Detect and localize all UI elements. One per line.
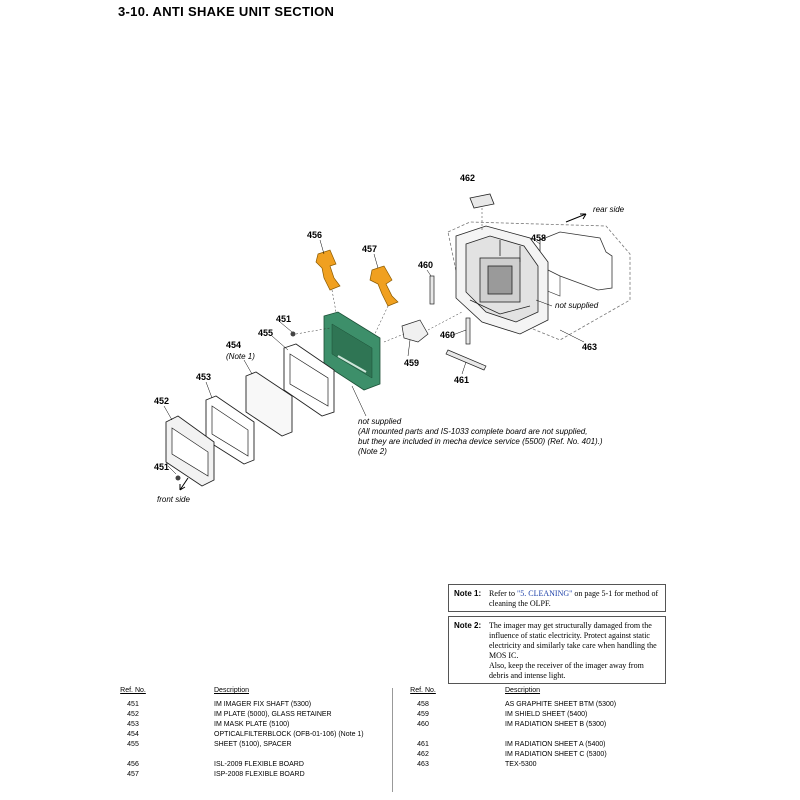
radiation-sheet-460-top — [429, 275, 435, 305]
callout-459: 459 — [404, 358, 419, 368]
table-row-spacer — [118, 750, 388, 760]
parts-header-row: Ref. No. Description — [408, 686, 708, 696]
callout-453: 453 — [196, 372, 211, 382]
radiation-sheet-462 — [469, 193, 495, 209]
note2-text2: Also, keep the receiver of the imager aw… — [489, 661, 644, 680]
note2-label: Note 2: — [454, 621, 482, 630]
column-divider — [392, 688, 393, 792]
shield-sheet-459 — [401, 319, 429, 343]
exploded-view-diagram: 462 458 456 457 460 451 455 454 460 459 … — [154, 173, 631, 504]
callout-462: 462 — [460, 173, 475, 183]
screw-451-top — [290, 331, 296, 337]
callout-456: 456 — [307, 230, 322, 240]
note2-text: The imager may get structurally damaged … — [489, 621, 657, 660]
callout-458: 458 — [531, 233, 546, 243]
front-side-arrow-icon — [179, 477, 189, 491]
callout-463: 463 — [582, 342, 597, 352]
table-row-spacer — [408, 730, 708, 740]
graphite-sheet-458 — [539, 231, 613, 291]
not-supplied-right: not supplied — [555, 301, 599, 310]
spacer-sheet-455 — [283, 343, 335, 417]
note1-label: Note 1: — [454, 589, 482, 598]
cleaning-link[interactable]: "5. CLEANING" — [517, 589, 573, 598]
callout-460-bottom: 460 — [440, 330, 455, 340]
note1-body: Refer to "5. CLEANING" on page 5-1 for m… — [489, 589, 659, 608]
radiation-sheet-461 — [445, 349, 487, 371]
rear-side-arrow-icon — [565, 213, 587, 223]
note1-ref-label: (Note 1) — [226, 352, 255, 361]
center-note-line-1: (All mounted parts and IS-1033 complete … — [358, 427, 587, 436]
callout-455: 455 — [258, 328, 273, 338]
flexible-board-457 — [369, 265, 399, 307]
parts-header-row: Ref. No. Description — [118, 686, 388, 696]
anti-shake-unit-body — [455, 225, 549, 335]
note2-body: The imager may get structurally damaged … — [489, 621, 661, 681]
rear-side-label: rear side — [593, 205, 625, 214]
ref-no-header: Ref. No. — [410, 687, 436, 694]
callout-452: 452 — [154, 396, 169, 406]
not-supplied-center: not supplied — [358, 417, 402, 426]
callout-451-bottom: 451 — [154, 462, 169, 472]
screw-451-bottom — [175, 475, 181, 481]
callout-451-top: 451 — [276, 314, 291, 324]
callout-461: 461 — [454, 375, 469, 385]
note2-box: Note 2: The imager may get structurally … — [448, 616, 666, 684]
description-header: Description — [214, 687, 250, 694]
callout-460-top: 460 — [418, 260, 433, 270]
center-note-line-2: but they are included in mecha device se… — [358, 437, 603, 446]
callout-454: 454 — [226, 340, 241, 350]
radiation-sheet-460-bottom — [465, 317, 471, 345]
note1-box: Note 1: Refer to "5. CLEANING" on page 5… — [448, 584, 666, 612]
optical-filter-454 — [245, 371, 293, 437]
center-note-line-3: (Note 2) — [358, 447, 387, 456]
description-header: Description — [505, 687, 541, 694]
front-side-label: front side — [157, 495, 190, 504]
ref-no-header: Ref. No. — [120, 687, 146, 694]
flexible-board-456 — [315, 249, 341, 291]
callout-457: 457 — [362, 244, 377, 254]
page-title: 3-10. ANTI SHAKE UNIT SECTION — [118, 4, 335, 19]
